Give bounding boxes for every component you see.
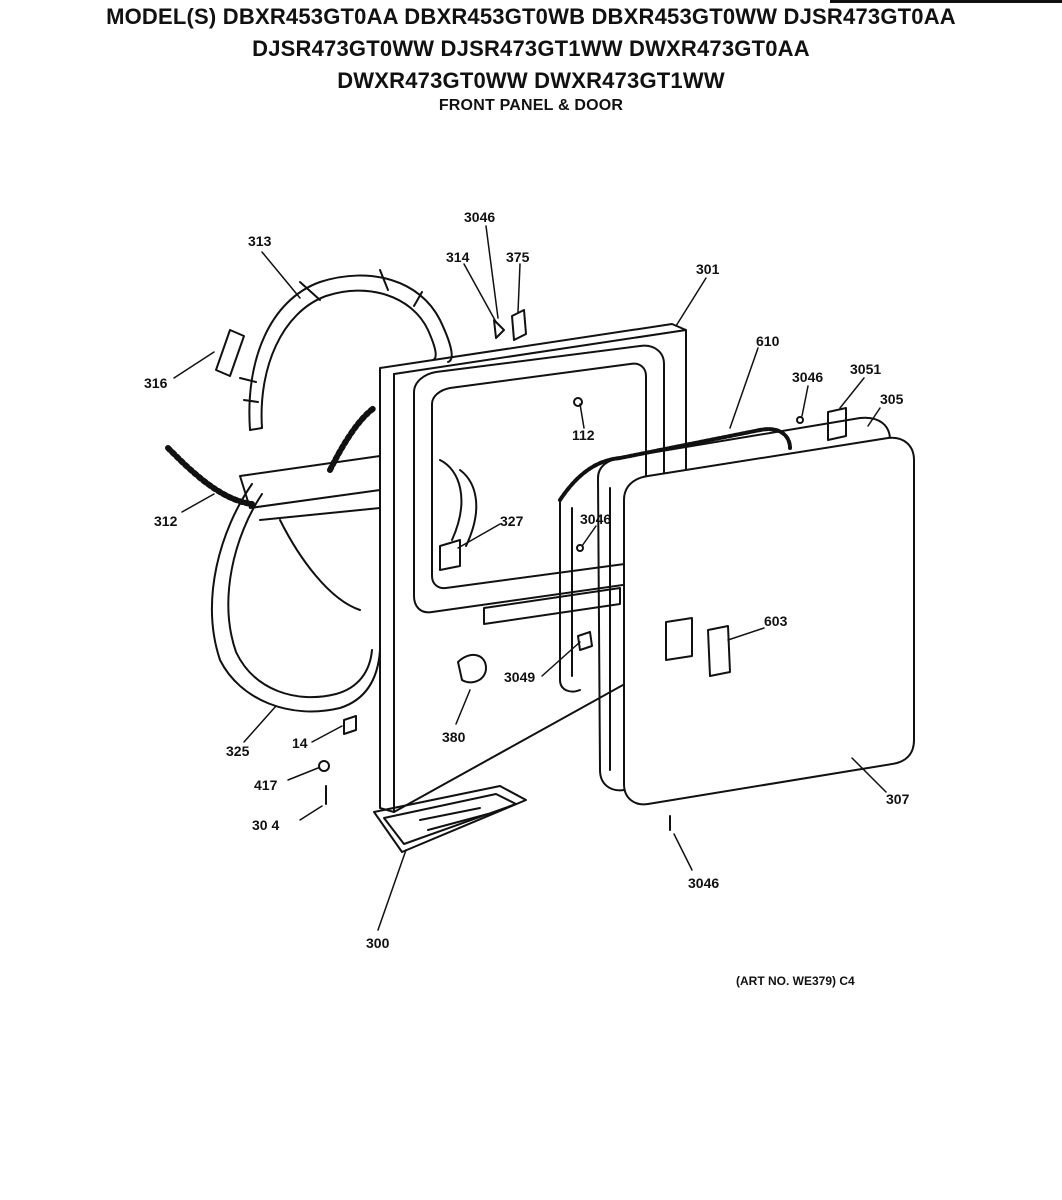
callout-417: 417 [254,777,278,793]
callout-375: 375 [506,249,530,265]
callout-3046-top: 3046 [464,209,495,225]
screw-3046-mid [576,544,584,552]
callout-327: 327 [500,513,524,529]
callout-307: 307 [886,791,910,807]
callout-603: 603 [764,613,788,629]
callout-316: 316 [144,375,168,391]
callout-3051: 3051 [850,361,881,377]
callout-313: 313 [248,233,272,249]
models-line-3: DWXR473GT0WW DWXR473GT1WW [337,68,725,93]
callout-3046-mid: 3046 [580,511,611,527]
screw-3046-right [796,416,804,424]
hardware-parts [318,309,847,831]
callout-610: 610 [756,333,780,349]
part-327 [439,539,461,571]
callout-312: 312 [154,513,178,529]
callout-325: 325 [226,743,250,759]
callout-14: 14 [292,735,308,751]
models-line-2: DJSR473GT0WW DJSR473GT1WW DWXR473GT0AA [252,36,810,61]
callout-380: 380 [442,729,466,745]
part-3049 [577,631,593,651]
callout-112: 112 [572,427,595,443]
callout-301: 301 [696,261,720,277]
part-314 [493,319,505,339]
leader-lines [173,225,887,931]
toe-plate-300 [373,785,527,853]
callout-300: 300 [366,935,390,951]
callout-3046-bottom: 3046 [688,875,719,891]
models-line-1: MODEL(S) DBXR453GT0AA DBXR453GT0WB DBXR4… [106,4,956,29]
lower-housing-325 [211,455,381,713]
part-14 [343,715,357,735]
callout-3046-right: 3046 [792,369,823,385]
header-rule [830,0,1062,3]
felt-seal-312 [165,405,377,507]
callout-304: 30 4 [252,817,279,833]
callout-3049: 3049 [504,669,535,685]
screw-112 [573,397,583,407]
front-panel-301 [379,323,687,813]
hinge-3051 [827,407,847,441]
callout-314: 314 [446,249,470,265]
section-title: FRONT PANEL & DOOR [438,97,624,114]
callout-numbers: 313 3046 314 375 301 610 3046 3051 305 3… [144,209,910,951]
bulkhead-ring-313 [239,269,453,431]
pad-316 [215,329,245,377]
art-number: (ART NO. WE379) C4 [736,974,855,988]
part-375 [511,309,527,341]
nut-417 [318,760,330,772]
callout-305: 305 [880,391,904,407]
part-380 [457,653,487,684]
outer-door-307 [623,436,915,806]
